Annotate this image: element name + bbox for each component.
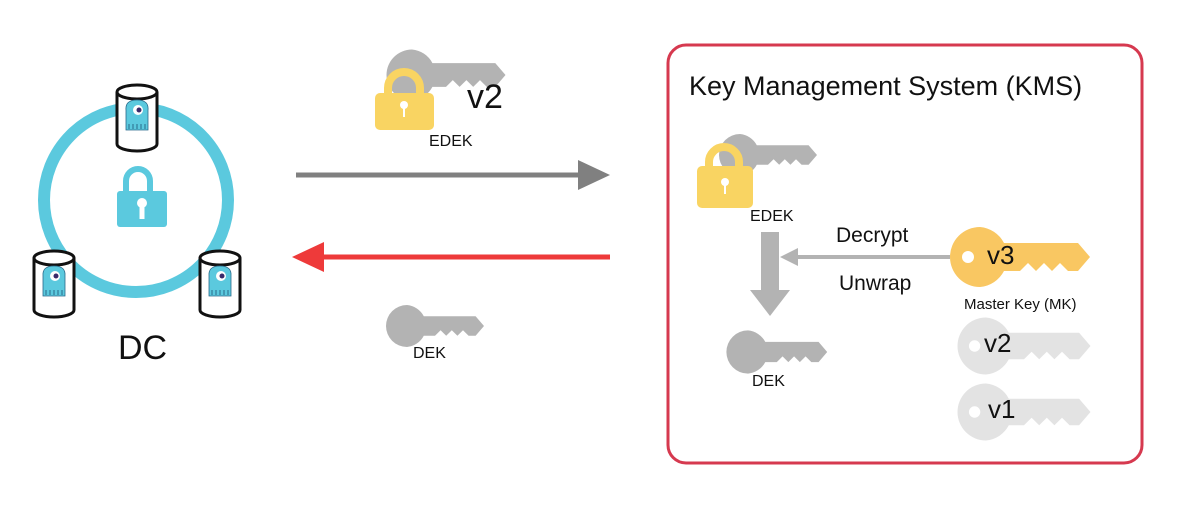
edek-version-label: v2 xyxy=(467,78,503,116)
kms-container xyxy=(666,43,1144,465)
unwrap-down-arrow xyxy=(750,232,790,316)
master-key-label: Master Key (MK) xyxy=(964,296,1077,313)
dek-label: DEK xyxy=(413,345,446,362)
dc-label: DC xyxy=(118,329,168,367)
dek-key-icon xyxy=(386,305,484,347)
master-key-v1-icon xyxy=(957,383,1091,441)
master-key-v2-icon xyxy=(957,317,1091,375)
kms-title: Key Management System (KMS) xyxy=(689,71,1083,101)
database-node-icon xyxy=(115,83,159,153)
arrow-to-dc xyxy=(292,242,610,272)
edek-label: EDEK xyxy=(429,133,473,150)
kms-dek-label: DEK xyxy=(752,373,785,390)
master-key-v2-version: v2 xyxy=(984,328,1012,358)
decrypt-label: Decrypt xyxy=(836,224,909,247)
kms-edek-lock-icon xyxy=(697,143,753,208)
database-node-icon xyxy=(32,249,76,319)
master-key-v1-version: v1 xyxy=(988,394,1016,424)
arrow-to-kms xyxy=(296,160,610,190)
unwrap-label: Unwrap xyxy=(839,272,912,295)
kms-edek-label: EDEK xyxy=(750,208,794,225)
edek-lock-icon xyxy=(375,68,434,130)
kms-dek-key-icon xyxy=(726,330,828,374)
master-key-v3-icon xyxy=(950,227,1090,287)
decrypt-arrow xyxy=(780,248,950,266)
database-node-icon xyxy=(198,249,242,319)
dc-lock-icon xyxy=(117,166,167,227)
master-key-v3-version: v3 xyxy=(987,240,1015,270)
